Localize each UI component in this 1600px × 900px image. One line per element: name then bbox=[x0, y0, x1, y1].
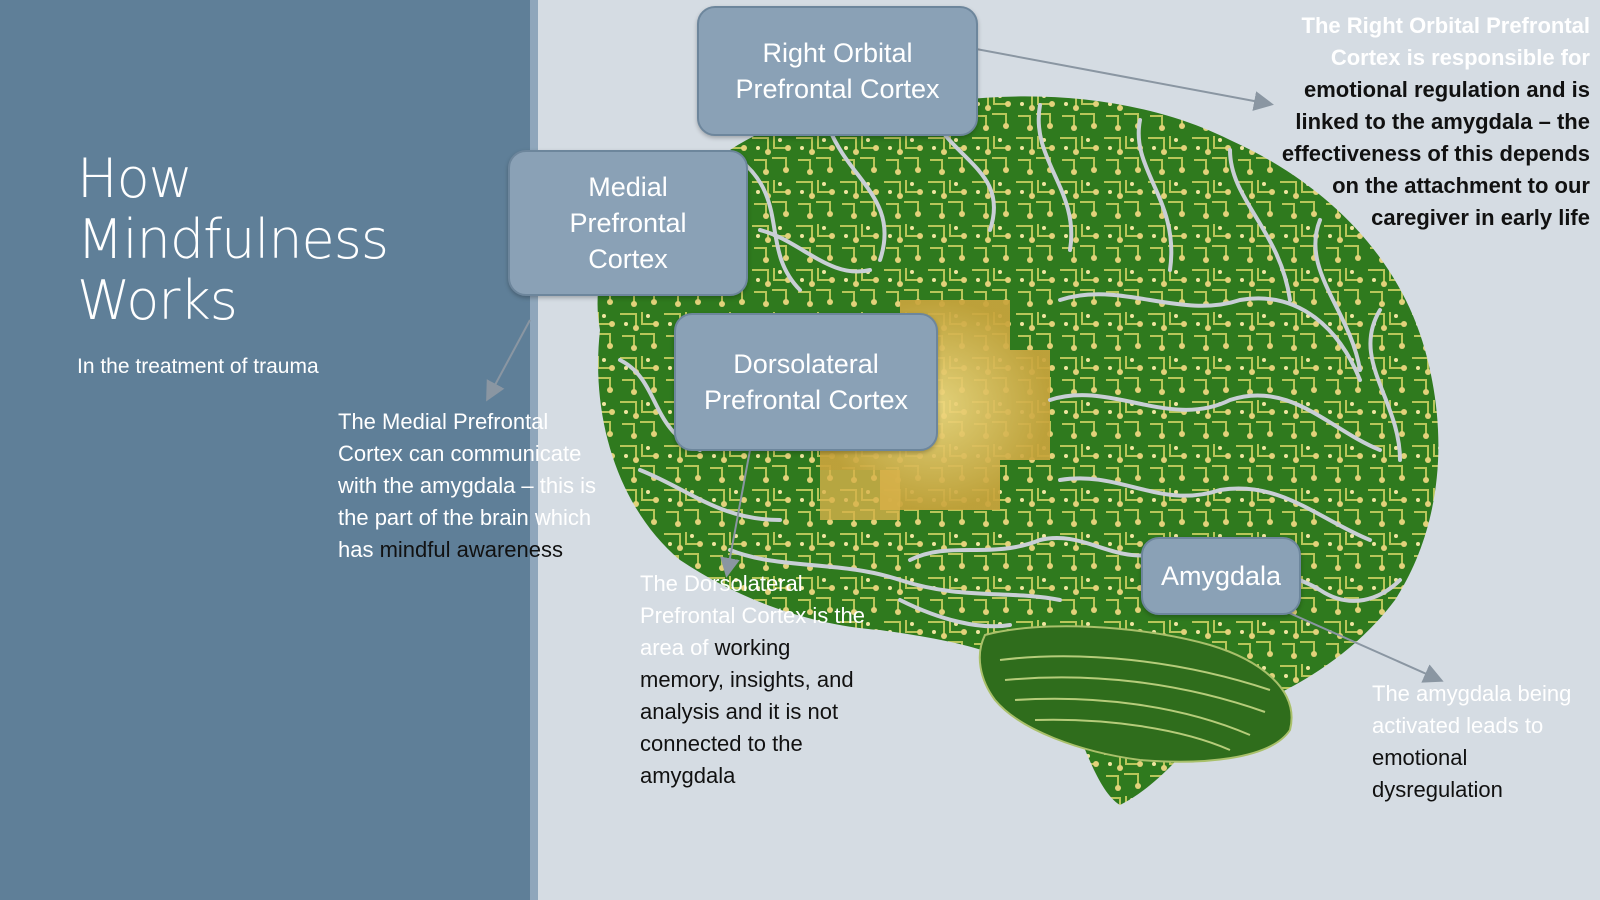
note-line: dysregulation bbox=[1372, 777, 1503, 802]
note-line: connected to the bbox=[640, 731, 803, 756]
box-label-line: Prefrontal bbox=[569, 208, 687, 238]
arrow-right-orbital bbox=[959, 45, 1274, 111]
note-line: The Medial Prefrontal bbox=[338, 409, 549, 434]
note-text-emphasis: working bbox=[714, 635, 791, 660]
note-line: area of working bbox=[640, 632, 920, 664]
note-line: with the amygdala – this is bbox=[338, 473, 597, 498]
note-text-emphasis: mindful awareness bbox=[379, 537, 564, 562]
title-line: Works bbox=[77, 269, 238, 332]
note-line: The amygdala being bbox=[1372, 681, 1572, 706]
box-label-line: Right Orbital bbox=[762, 38, 913, 68]
dorsolateral-prefrontal-cortex-box: Dorsolateral Prefrontal Cortex bbox=[674, 313, 938, 451]
note-line: effectiveness of this depends bbox=[1281, 141, 1590, 166]
note-line: has mindful awareness bbox=[338, 534, 658, 566]
right-orbital-note: The Right Orbital Prefrontal Cortex is r… bbox=[1240, 10, 1590, 234]
note-line: on the attachment to our bbox=[1332, 173, 1590, 198]
brain-cerebellum bbox=[978, 625, 1293, 763]
note-line: analysis and it is not bbox=[640, 699, 839, 724]
slide-subtitle: In the treatment of trauma bbox=[77, 355, 319, 378]
amygdala-box: Amygdala bbox=[1141, 537, 1301, 615]
note-line: Prefrontal Cortex is the bbox=[640, 603, 865, 628]
note-text: area of bbox=[640, 635, 715, 660]
dorsolateral-note: The Dorsolateral Prefrontal Cortex is th… bbox=[640, 568, 920, 792]
brain-folds bbox=[618, 103, 1402, 629]
box-label-line: Amygdala bbox=[1160, 561, 1282, 591]
note-text: has bbox=[338, 537, 380, 562]
right-orbital-prefrontal-cortex-box: Right Orbital Prefrontal Cortex bbox=[697, 6, 978, 136]
medial-note: The Medial Prefrontal Cortex can communi… bbox=[338, 406, 658, 566]
note-line: amygdala bbox=[640, 763, 736, 788]
title-line: How bbox=[77, 147, 193, 210]
note-line: Cortex can communicate bbox=[338, 441, 582, 466]
slide-title: How Mindfulness Works bbox=[77, 148, 497, 331]
note-line: emotional bbox=[1372, 745, 1468, 770]
note-line: the part of the brain which bbox=[338, 505, 592, 530]
note-line: linked to the amygdala – the bbox=[1295, 109, 1590, 134]
title-line: Mindfulness bbox=[77, 208, 389, 271]
note-line: Cortex is responsible for bbox=[1330, 45, 1590, 70]
arrow-medial bbox=[486, 319, 531, 402]
note-line: activated leads to bbox=[1372, 713, 1544, 738]
left-panel-divider bbox=[530, 0, 538, 900]
box-label-line: Medial bbox=[588, 172, 668, 202]
amygdala-note: The amygdala being activated leads to em… bbox=[1372, 678, 1592, 806]
note-line: The Dorsolateral bbox=[640, 571, 803, 596]
box-label-line: Dorsolateral bbox=[733, 349, 879, 379]
note-line: memory, insights, and bbox=[640, 667, 854, 692]
box-label-line: Prefrontal Cortex bbox=[703, 385, 909, 415]
cerebellum-lines bbox=[999, 655, 1271, 751]
box-label-line: Cortex bbox=[588, 244, 668, 274]
circuit-chip bbox=[820, 470, 900, 520]
box-label-line: Prefrontal Cortex bbox=[735, 74, 940, 104]
note-line: emotional regulation and is bbox=[1303, 77, 1590, 102]
note-line: caregiver in early life bbox=[1371, 205, 1590, 230]
medial-prefrontal-cortex-box: Medial Prefrontal Cortex bbox=[508, 150, 748, 296]
left-panel bbox=[0, 0, 530, 900]
arrow-dorsolateral bbox=[720, 449, 751, 578]
note-line: The Right Orbital Prefrontal bbox=[1301, 13, 1590, 38]
